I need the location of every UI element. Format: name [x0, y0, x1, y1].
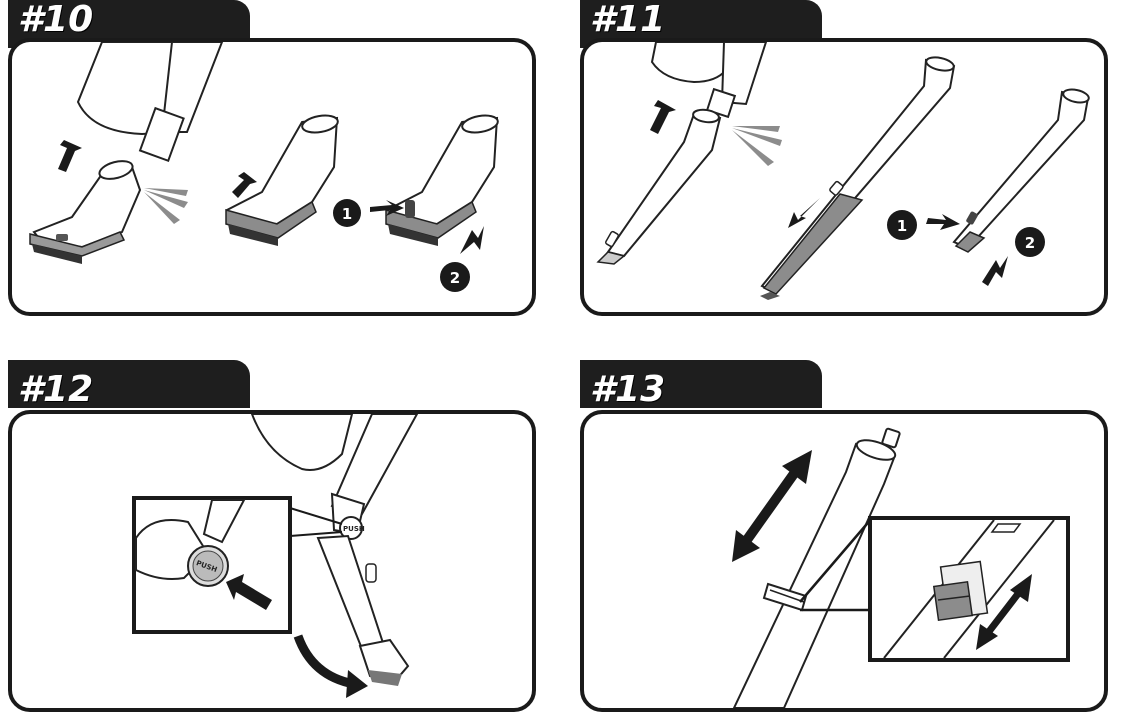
motion-rays-icon — [144, 188, 188, 224]
panel-12-frame: PUSH PUSH — [8, 410, 536, 712]
panel-13-frame — [580, 410, 1108, 712]
extension-wand — [732, 427, 901, 708]
svg-text:1: 1 — [342, 205, 352, 223]
panel-12-illustration: PUSH PUSH — [132, 414, 419, 698]
panel-11-illustration: 1 2 — [596, 42, 1090, 300]
crevice-tool-extended — [760, 56, 956, 300]
panel-13-illustration — [732, 427, 1070, 708]
up-arrow-icon — [650, 100, 676, 134]
svg-text:1: 1 — [897, 217, 907, 235]
step-marker-2: 2 — [440, 262, 470, 292]
push-button-zoom-inset: PUSH — [132, 496, 292, 634]
crevice-tool-retract-step — [926, 88, 1090, 286]
rotate-arrow-icon — [293, 634, 368, 698]
brush-tool-attached — [225, 114, 339, 246]
panel-13-label: #13 — [590, 369, 666, 410]
step-marker-2: 2 — [1015, 227, 1045, 257]
svg-text:2: 2 — [1025, 234, 1035, 252]
step-marker-1: 1 — [333, 199, 361, 227]
double-arrow-icon — [732, 450, 812, 562]
svg-text:PUSH: PUSH — [343, 525, 365, 533]
brush-tool-detach-step — [370, 114, 499, 254]
panel-12-tab: #12 — [8, 360, 250, 410]
brush-tool-detached — [29, 160, 142, 264]
crevice-tool-detached — [596, 108, 722, 265]
panel-12-label: #12 — [18, 369, 94, 410]
svg-text:2: 2 — [450, 269, 460, 287]
motion-rays-icon — [732, 126, 782, 166]
step-marker-1: 1 — [887, 210, 917, 240]
panel-11-frame: 1 2 — [580, 38, 1108, 316]
lock-slider-zoom-inset — [868, 516, 1070, 662]
panel-10-frame: 1 2 — [8, 38, 536, 316]
panel-10-label: #10 — [18, 0, 94, 40]
panel-10-illustration: 1 2 — [29, 42, 499, 292]
up-arrow-icon — [58, 140, 82, 172]
panel-11-label: #11 — [590, 0, 666, 40]
panel-13-tab: #13 — [580, 360, 822, 410]
